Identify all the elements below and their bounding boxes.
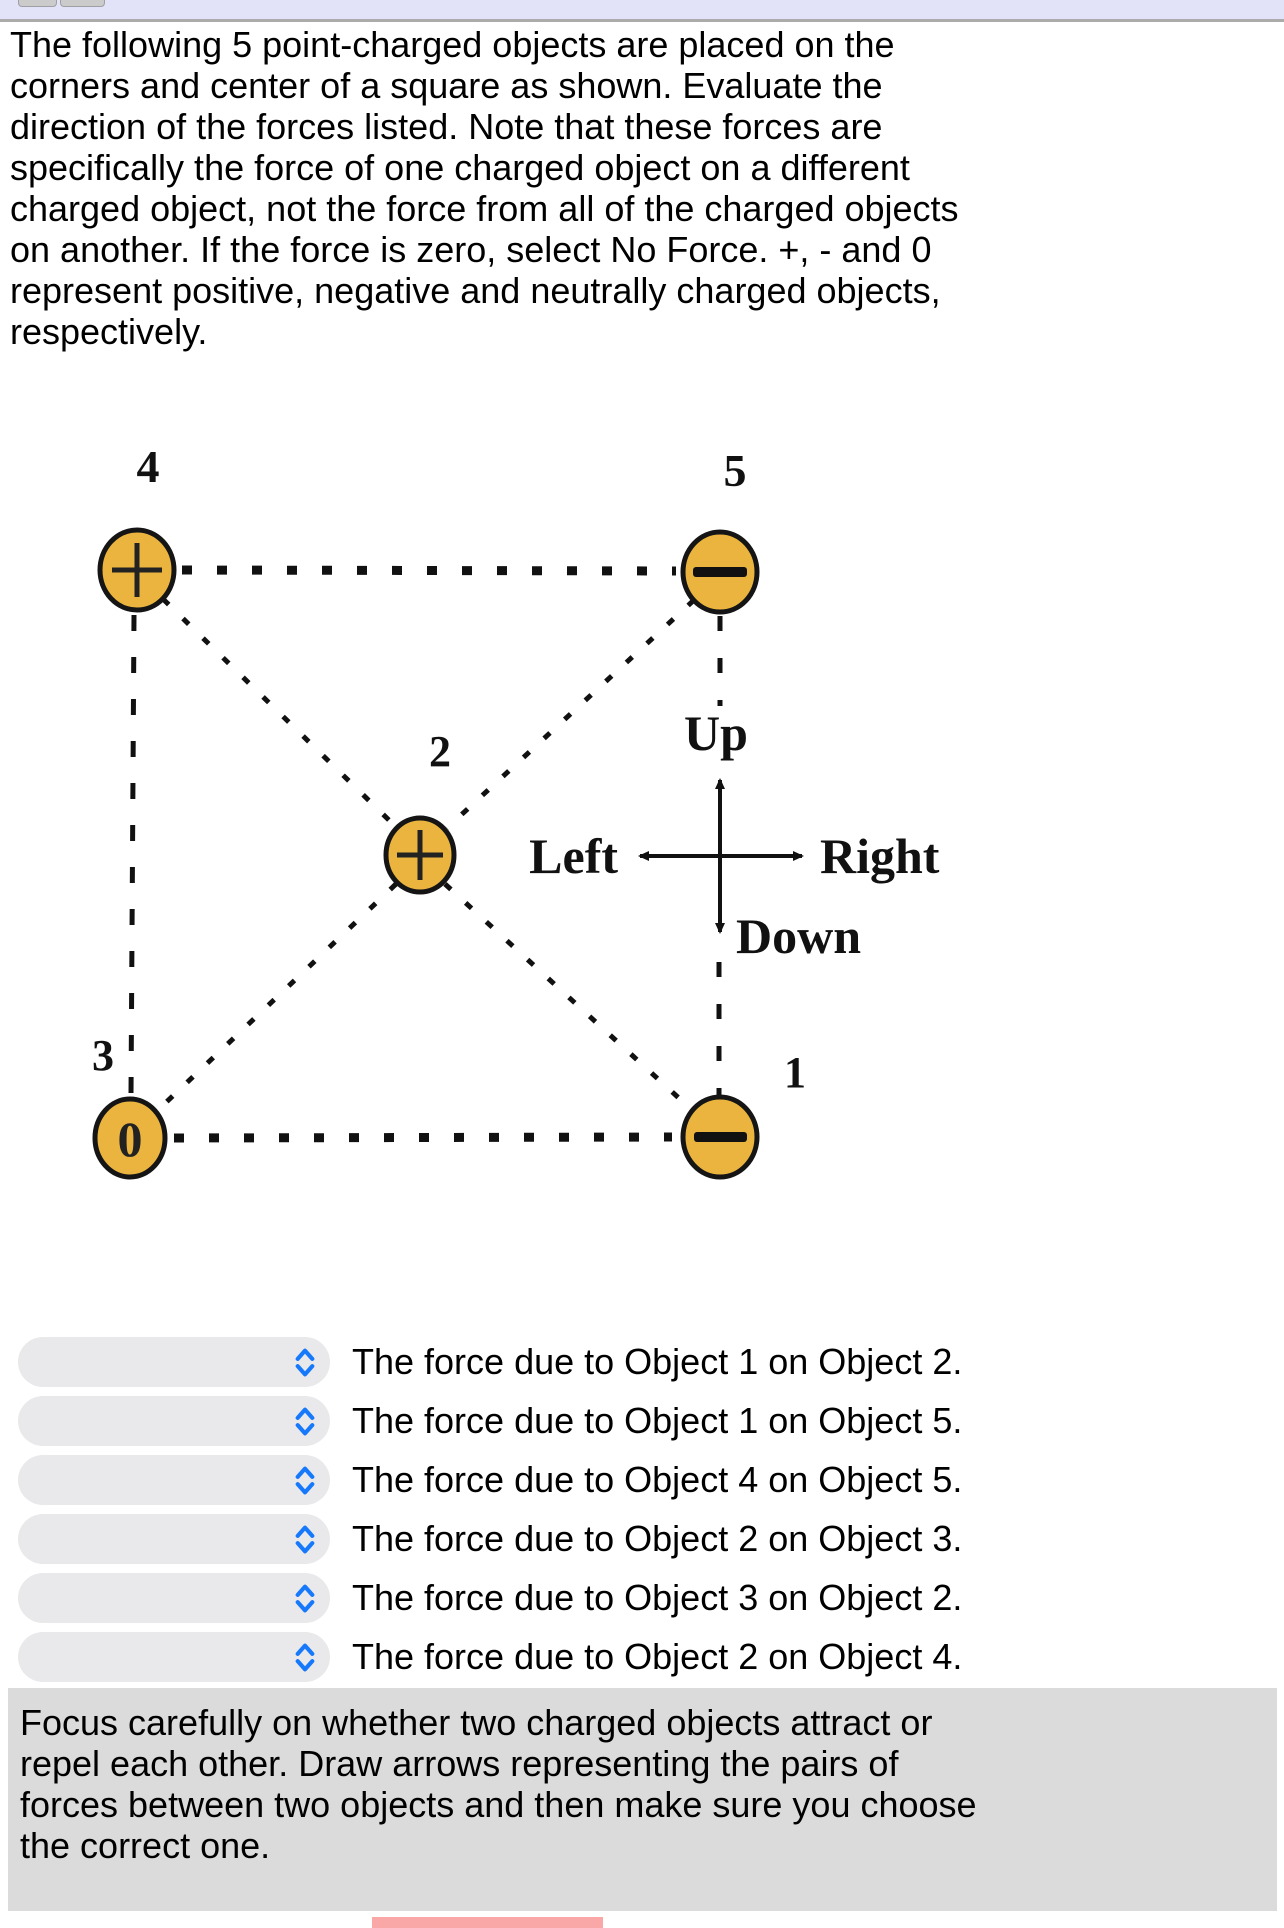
force-direction-select[interactable]: [18, 1396, 330, 1446]
intro-line: direction of the forces listed. Note tha…: [10, 106, 883, 147]
object-label-3: 3: [92, 1031, 114, 1080]
hint-box: Focus carefully on whether two charged o…: [8, 1688, 1277, 1911]
square-top-edge: [181, 565, 677, 576]
force-direction-select[interactable]: [18, 1455, 330, 1505]
question-row: The force due to Object 1 on Object 5.: [18, 1396, 1268, 1446]
object-label-2: 2: [429, 727, 451, 776]
question-row: The force due to Object 3 on Object 2.: [18, 1573, 1268, 1623]
square-bottom-edge: [173, 1132, 673, 1143]
intro-line: charged object, not the force from all o…: [10, 188, 959, 229]
question-intro: The following 5 point-charged objects ar…: [10, 24, 959, 352]
object-label-1: 1: [784, 1048, 806, 1097]
toolbar-button-stub-2[interactable]: [60, 0, 105, 7]
hint-line: repel each other. Draw arrows representi…: [20, 1743, 899, 1784]
intro-line: The following 5 point-charged objects ar…: [10, 24, 895, 65]
charge-object-3: [92, 1096, 168, 1180]
diagonal-4-to-2: [161, 597, 397, 828]
select-updown-chevron-icon: [295, 1407, 315, 1436]
question-row: The force due to Object 2 on Object 4.: [18, 1632, 1268, 1682]
object-label-5: 5: [724, 445, 747, 496]
object-label-4: 4: [137, 441, 160, 492]
partially-visible-bottom-button[interactable]: [372, 1917, 603, 1928]
direction-label-left: Left: [529, 828, 618, 884]
hint-text: Focus carefully on whether two charged o…: [8, 1688, 1277, 1866]
intro-line: specifically the force of one charged ob…: [10, 147, 910, 188]
diagonal-5-to-2: [445, 598, 696, 830]
intro-line: corners and center of a square as shown.…: [10, 65, 883, 106]
question-label: The force due to Object 1 on Object 2.: [352, 1341, 963, 1382]
minus-icon: [694, 1132, 747, 1142]
neutral-zero-label: 0: [118, 1111, 143, 1167]
toolbar-button-stub-1[interactable]: [18, 0, 57, 7]
question-label: The force due to Object 4 on Object 5.: [352, 1459, 963, 1500]
force-direction-select[interactable]: [18, 1632, 330, 1682]
question-row: The force due to Object 1 on Object 2.: [18, 1337, 1268, 1387]
force-direction-select[interactable]: [18, 1337, 330, 1387]
hint-line: Focus carefully on whether two charged o…: [20, 1702, 933, 1743]
force-direction-select[interactable]: [18, 1514, 330, 1564]
direction-label-right: Right: [820, 828, 940, 884]
select-updown-chevron-icon: [295, 1525, 315, 1554]
charge-square-diagram: 4 5 2 0 3 1 Up Left Right Down: [92, 441, 940, 1180]
hint-line: forces between two objects and then make…: [20, 1784, 977, 1825]
diagonal-2-to-3: [155, 882, 398, 1113]
intro-line: on another. If the force is zero, select…: [10, 229, 932, 270]
direction-label-up: Up: [684, 705, 748, 761]
question-row: The force due to Object 4 on Object 5.: [18, 1455, 1268, 1505]
select-updown-chevron-icon: [295, 1348, 315, 1377]
intro-line: respectively.: [10, 311, 208, 352]
hint-line: the correct one.: [20, 1825, 271, 1866]
select-updown-chevron-icon: [295, 1643, 315, 1672]
minus-icon: [693, 567, 747, 577]
horizontal-divider: [0, 19, 1284, 22]
force-direction-select[interactable]: [18, 1573, 330, 1623]
question-label: The force due to Object 2 on Object 3.: [352, 1518, 963, 1559]
diagonal-2-to-1: [443, 882, 695, 1113]
square-left-edge: [128, 614, 137, 1095]
intro-line: represent positive, negative and neutral…: [10, 270, 941, 311]
question-label: The force due to Object 2 on Object 4.: [352, 1636, 963, 1677]
select-updown-chevron-icon: [295, 1584, 315, 1613]
question-label: The force due to Object 1 on Object 5.: [352, 1400, 963, 1441]
question-label: The force due to Object 3 on Object 2.: [352, 1577, 963, 1618]
direction-label-down: Down: [736, 908, 861, 964]
top-bar: [0, 0, 1284, 19]
select-updown-chevron-icon: [295, 1466, 315, 1495]
question-row: The force due to Object 2 on Object 3.: [18, 1514, 1268, 1564]
